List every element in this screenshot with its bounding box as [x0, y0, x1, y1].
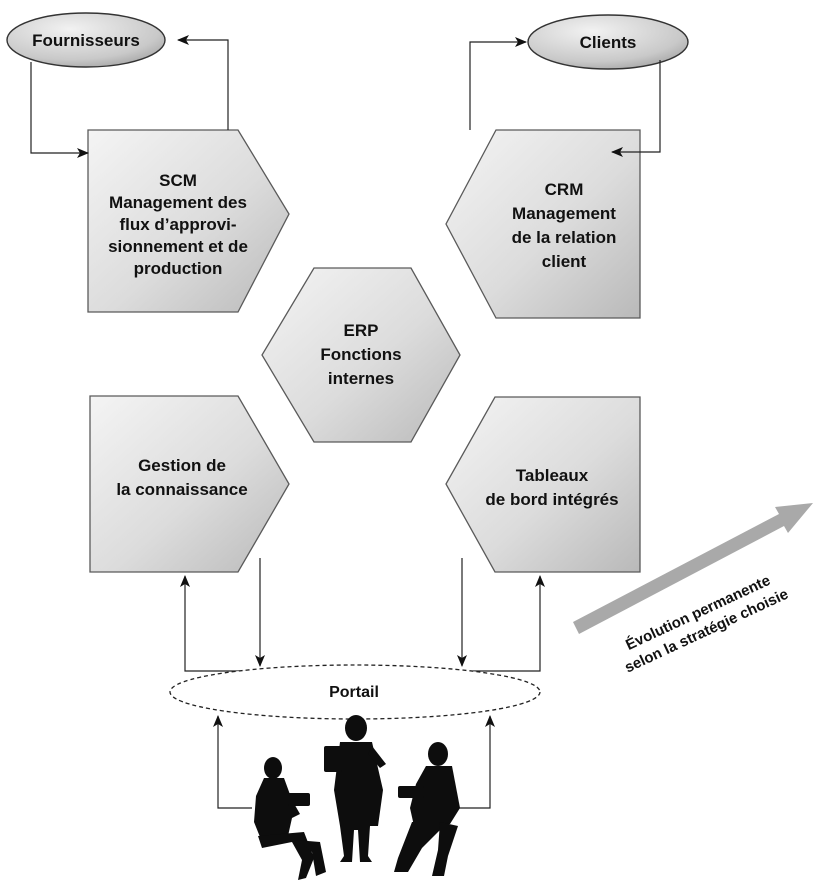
- crm-to-clients-arrow: [469, 37, 527, 130]
- scm-line-2: Management des: [109, 193, 247, 212]
- crm-node: CRM Management de la relation client: [445, 129, 641, 319]
- gestion-line-1: Gestion de: [138, 456, 226, 475]
- gestion-node: Gestion de la connaissance: [89, 395, 290, 573]
- fournisseurs-node: Fournisseurs: [6, 12, 166, 68]
- tableaux-node: Tableaux de bord intégrés: [445, 396, 641, 573]
- crm-line-1: CRM: [545, 180, 584, 199]
- evolution-arrow-shape: [573, 503, 813, 634]
- businessman-seated-icon: [394, 742, 460, 876]
- clients-node: Clients: [527, 14, 689, 70]
- portail-connectors: [180, 558, 545, 672]
- crm-line-3: de la relation: [512, 228, 617, 247]
- portail-to-gestion-arrow: [180, 575, 250, 672]
- erp-node: ERP Fonctions internes: [261, 267, 461, 443]
- clients-crm-connectors: [469, 37, 661, 157]
- users-left-to-portail-arrow: [213, 715, 252, 809]
- clients-to-crm-arrow: [611, 60, 661, 157]
- users-right-to-portail-arrow: [458, 715, 495, 809]
- erp-line-1: ERP: [344, 321, 379, 340]
- tableaux-line-1: Tableaux: [516, 466, 589, 485]
- crm-line-2: Management: [512, 204, 616, 223]
- crm-line-4: client: [542, 252, 587, 271]
- erp-line-3: internes: [328, 369, 394, 388]
- scm-line-4: sionnement et de: [108, 237, 248, 256]
- portail-to-tableaux-arrow: [470, 575, 545, 672]
- portail-node: Portail: [169, 664, 541, 720]
- fournisseurs-label: Fournisseurs: [32, 31, 140, 50]
- fournisseurs-scm-connectors: [30, 35, 229, 158]
- clients-label: Clients: [580, 33, 637, 52]
- fournisseurs-to-scm-arrow: [30, 62, 89, 158]
- tableaux-line-2: de bord intégrés: [485, 490, 618, 509]
- portail-label: Portail: [329, 684, 379, 701]
- scm-line-5: production: [134, 259, 223, 278]
- businessman-standing-icon: [324, 715, 386, 862]
- businesswoman-seated-icon: [254, 757, 326, 880]
- gestion-line-2: la connaissance: [116, 480, 247, 499]
- scm-node: SCM Management des flux d’approvi- sionn…: [87, 129, 290, 313]
- users-portail-connectors: [213, 715, 495, 809]
- erp-line-2: Fonctions: [320, 345, 401, 364]
- scm-to-fournisseurs-arrow: [177, 35, 229, 130]
- scm-line-1: SCM: [159, 171, 197, 190]
- scm-line-3: flux d’approvi-: [119, 215, 236, 234]
